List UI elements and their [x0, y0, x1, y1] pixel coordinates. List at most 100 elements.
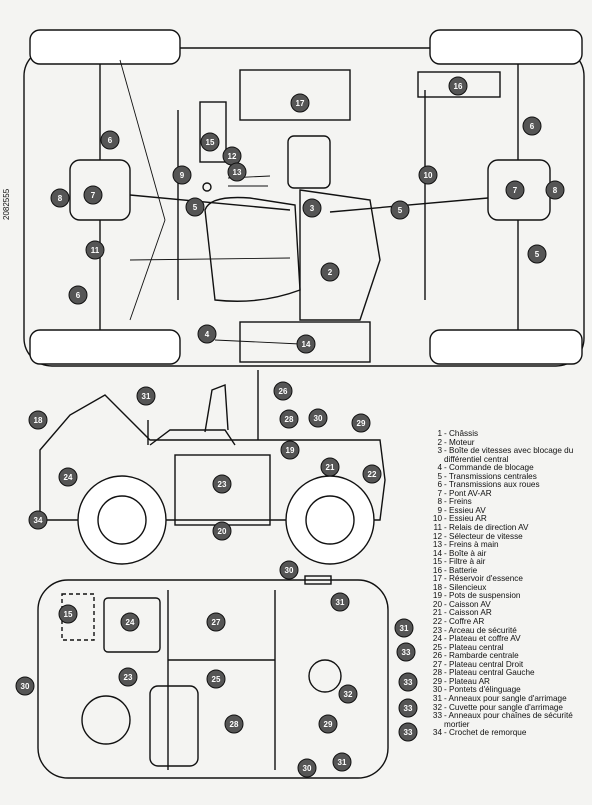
chassis-callout: 7: [505, 180, 525, 200]
legend-text: - Crochet de remorque: [444, 728, 527, 738]
svg-text:6: 6: [108, 136, 113, 145]
legend-number: 28: [432, 668, 442, 678]
legend-text: - Rambarde centrale: [444, 651, 519, 661]
legend-number: 10: [432, 514, 442, 524]
legend-item: 31- Anneaux pour sangle d'arrimage: [430, 694, 592, 704]
legend-number: 8: [437, 497, 442, 507]
svg-text:12: 12: [228, 152, 237, 161]
legend-number: 6: [437, 480, 442, 490]
legend-item: 6- Transmissions aux roues: [430, 481, 592, 490]
air-filter: [199, 101, 227, 163]
legend-number: 17: [432, 574, 442, 584]
legend-item: 32- Cuvette pour sangle d'arrimage: [430, 702, 592, 713]
engine-top-block: [287, 135, 331, 189]
legend-item: 2- Moteur: [430, 437, 592, 448]
air-box-outline: [204, 196, 301, 302]
svg-text:15: 15: [206, 138, 215, 147]
svg-text:8: 8: [58, 194, 63, 203]
legend-text: - Essieu AV: [444, 505, 486, 515]
legend-number: 7: [437, 488, 442, 498]
frame-diagonal-front: [119, 59, 166, 221]
svg-text:7: 7: [91, 191, 96, 200]
seat-base: [149, 429, 236, 446]
plan-callout: 33: [398, 698, 418, 718]
legend-item: 4- Commande de blocage: [430, 464, 592, 473]
chassis-callout: 4: [197, 324, 217, 344]
legend-number: 32: [432, 702, 442, 712]
legend-text: - Freins: [444, 497, 472, 507]
legend-number: 24: [432, 634, 442, 644]
chassis-callout: 11: [85, 240, 105, 260]
legend-number: 2: [437, 437, 442, 447]
legend-item: 25- Plateau central: [430, 642, 592, 653]
legend-item: 27- Plateau central Droit: [430, 659, 592, 670]
svg-text:23: 23: [218, 480, 227, 489]
svg-text:33: 33: [402, 648, 411, 657]
legend-text: - Plateau central: [444, 642, 504, 652]
legend-item: 12- Sélecteur de vitesse: [430, 532, 592, 542]
svg-text:30: 30: [303, 764, 312, 773]
chassis-callout: 17: [290, 93, 310, 113]
svg-text:22: 22: [368, 470, 377, 479]
svg-text:29: 29: [324, 720, 333, 729]
svg-text:25: 25: [212, 675, 221, 684]
plan-callout: 33: [398, 722, 418, 742]
legend-item: 24- Plateau et coffre AV: [430, 635, 592, 644]
legend-text: - Cuvette pour sangle d'arrimage: [444, 702, 563, 712]
plan-callout: 23: [118, 667, 138, 687]
chassis-callout: 9: [172, 165, 192, 185]
svg-text:30: 30: [21, 682, 30, 691]
side-callout: 30: [308, 408, 328, 428]
legend-text: - Plateau central Gauche: [444, 668, 535, 678]
svg-text:33: 33: [404, 704, 413, 713]
plan-callout: 30: [15, 676, 35, 696]
chassis-frame-outline: [23, 47, 585, 367]
legend-item: 1- Châssis: [430, 429, 592, 439]
plan-callout: 25: [206, 669, 226, 689]
legend-number: 5: [437, 471, 442, 481]
legend-number: 18: [432, 582, 442, 592]
legend-item: 8- Freins: [430, 498, 592, 507]
plan-callout: 33: [396, 642, 416, 662]
side-callout: 31: [136, 386, 156, 406]
legend-text: - Silencieux: [444, 582, 487, 592]
side-callout: 23: [212, 474, 232, 494]
svg-text:6: 6: [530, 122, 535, 131]
chassis-callout: 5: [527, 244, 547, 264]
lock-control-rod: [214, 339, 301, 345]
svg-text:17: 17: [296, 99, 305, 108]
svg-text:31: 31: [336, 598, 345, 607]
front-wheel: [77, 475, 167, 565]
frame-diagonal-rear: [129, 219, 166, 321]
chassis-callout: 15: [200, 132, 220, 152]
legend-text: - Pots de suspension: [444, 591, 521, 601]
legend-text: - Plateau central Droit: [444, 659, 524, 669]
legend-number: 14: [432, 548, 442, 558]
svg-text:18: 18: [34, 416, 43, 425]
legend-text: - Batterie: [444, 565, 478, 575]
legend-number: 19: [432, 591, 442, 601]
chassis-callout: 6: [100, 130, 120, 150]
legend-item: 21- Caisson AR: [430, 609, 592, 618]
seat-back: [204, 384, 229, 433]
side-callout: 18: [28, 410, 48, 430]
svg-text:28: 28: [285, 415, 294, 424]
legend-item: 30- Pontets d'élinguage: [430, 686, 592, 695]
chassis-callout: 10: [418, 165, 438, 185]
front-wheel-hub: [97, 495, 147, 545]
chassis-callout: 13: [227, 162, 247, 182]
plan-callout: 30: [279, 560, 299, 580]
legend-number: 15: [432, 557, 442, 567]
legend-item: 18- Silencieux: [430, 582, 592, 593]
plan-callout: 27: [206, 612, 226, 632]
front-propshaft: [129, 194, 291, 211]
plan-callout: 24: [120, 612, 140, 632]
legend-text: - Plateau et coffre AV: [444, 634, 521, 644]
legend-number: 4: [437, 463, 442, 473]
rear-wheel: [285, 475, 375, 565]
svg-text:28: 28: [230, 720, 239, 729]
chassis-callout: 8: [50, 188, 70, 208]
svg-text:5: 5: [398, 206, 403, 215]
gear-selector-knob: [202, 182, 212, 192]
